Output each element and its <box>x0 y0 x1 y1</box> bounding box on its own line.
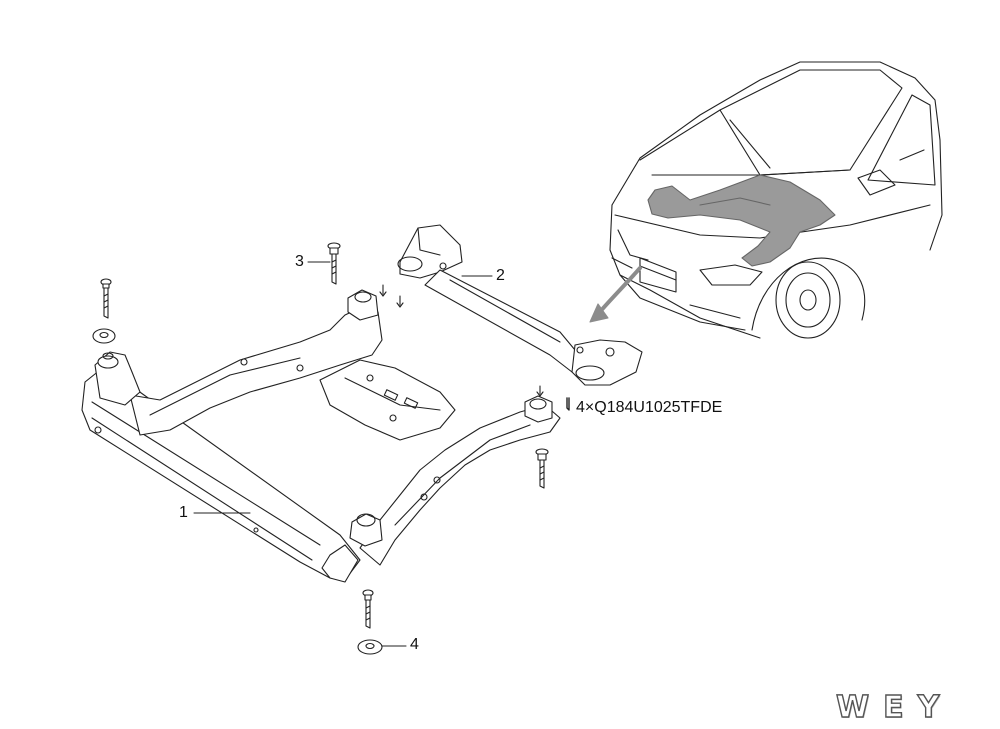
callout-4: 4 <box>410 636 419 653</box>
leader-lines <box>193 261 493 647</box>
bolt-right <box>535 448 549 489</box>
part-2-cross-member <box>397 224 643 386</box>
brand-logo: WEY <box>835 689 954 725</box>
bolt-bottom <box>362 589 374 629</box>
part-1-front-subframe <box>81 289 561 583</box>
washer-top-left <box>92 328 116 344</box>
subframe-location-highlight <box>647 174 836 267</box>
pointer-arrow <box>589 303 609 323</box>
callout-2: 2 <box>496 267 505 284</box>
callout-1: 1 <box>179 504 188 521</box>
small-fastener-pins <box>379 284 570 411</box>
callout-3: 3 <box>295 253 304 270</box>
bolt-top-left <box>100 278 112 319</box>
fastener-part-number: 4×Q184U1025TFDE <box>576 399 723 416</box>
washer-4 <box>357 639 383 655</box>
bolt-3 <box>327 242 341 285</box>
vehicle-illustration <box>589 61 943 339</box>
